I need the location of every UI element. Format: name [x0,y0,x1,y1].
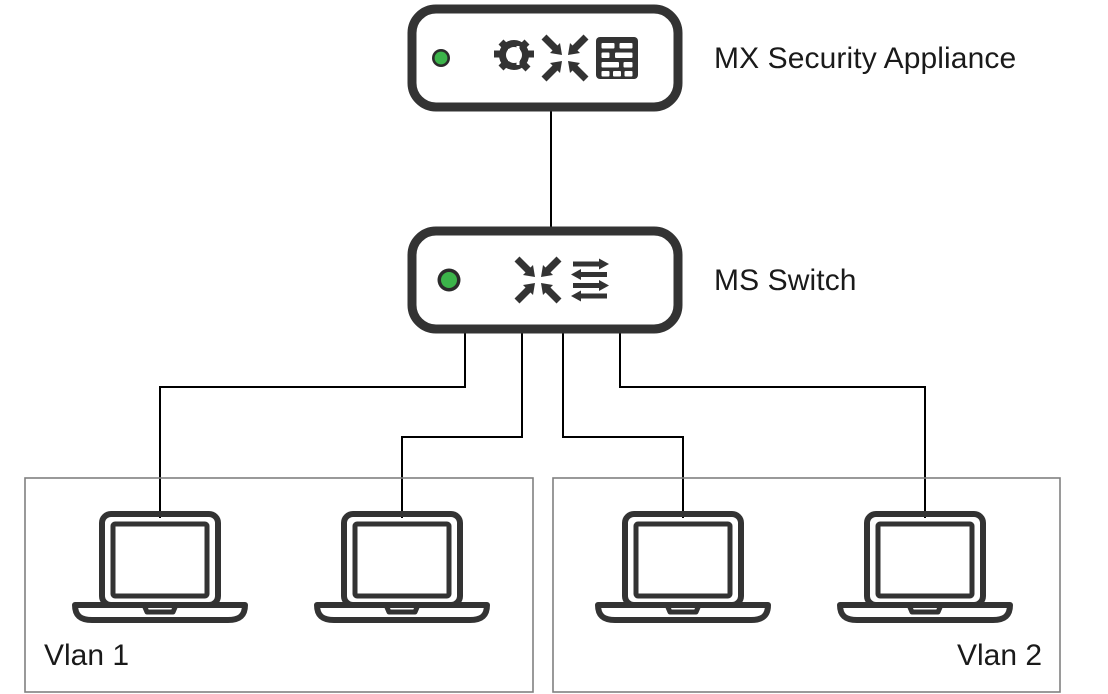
vlan-boxes [24,477,1061,693]
laptop-3[interactable] [598,514,768,620]
vlan-1-label: Vlan 1 [44,639,130,672]
ms-switch-label: MS Switch [714,264,857,297]
mx-security-appliance-label: MX Security Appliance [714,42,1017,75]
mx-chassis [407,4,683,112]
link-ms-to-laptop-1 [159,329,466,518]
vlan-2-label: Vlan 2 [957,639,1043,672]
link-ms-to-laptop-3 [562,329,684,518]
vlan-2-box[interactable] [552,477,1061,693]
link-ms-to-laptop-4 [619,329,926,518]
laptop-1[interactable] [75,514,245,620]
ms-status-led [437,268,461,292]
mx-security-appliance-device[interactable] [407,4,683,112]
laptop-4[interactable] [840,514,1010,620]
ms-switch-device[interactable] [407,226,683,334]
mx-status-led [432,49,450,67]
laptop-2[interactable] [317,514,487,620]
link-ms-to-laptop-2 [401,329,523,518]
vlan-1-box[interactable] [24,477,534,693]
server-rack-icon [596,37,638,79]
ms-chassis [407,226,683,334]
